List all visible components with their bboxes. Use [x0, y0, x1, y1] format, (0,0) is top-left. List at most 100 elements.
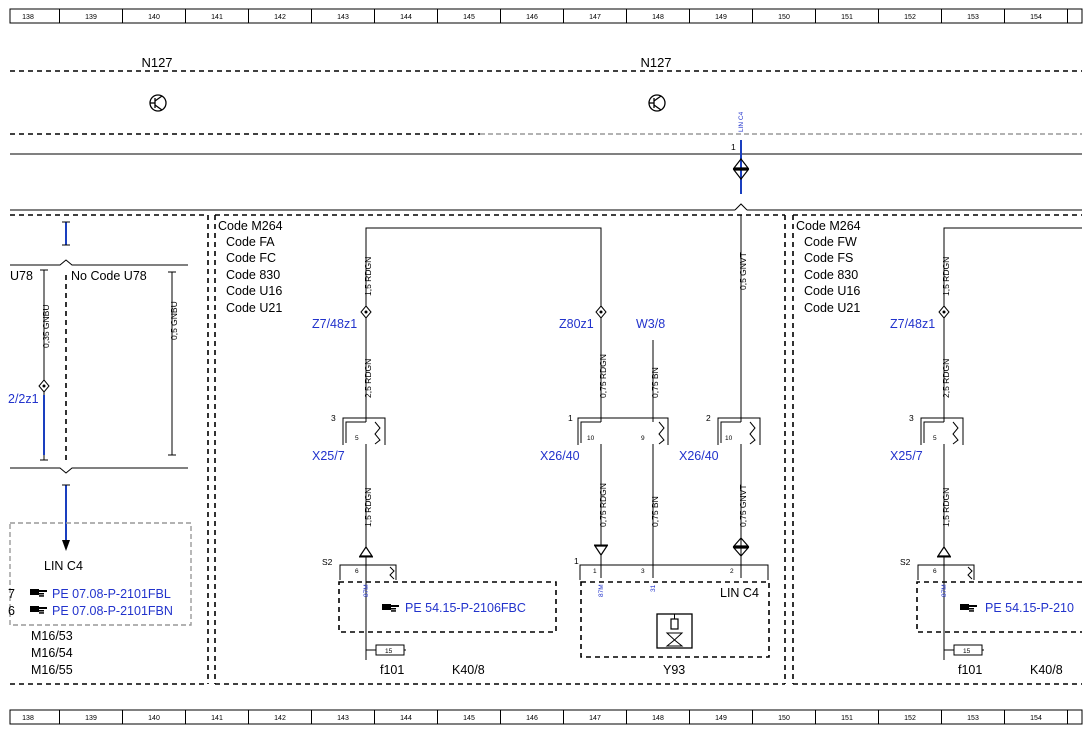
connector-x25-7-label: X25/7	[312, 449, 345, 463]
k40-8-right-label: K40/8	[1030, 663, 1063, 677]
ruler-label: 141	[211, 14, 223, 21]
connector-x26-40b	[717, 417, 761, 445]
top-region: N127 N127 LIN C4 1	[10, 55, 1082, 211]
code-list-right: Code M264 Code FW Code FS Code 830 Code …	[796, 219, 861, 315]
pin-label: 1	[574, 556, 579, 566]
fuse-rating: 15	[963, 648, 971, 655]
ref-index-7: 7	[8, 587, 15, 601]
s2-label: S2	[322, 557, 333, 567]
ruler-label: 141	[211, 715, 223, 722]
ruler-label: 147	[589, 14, 601, 21]
component-m16-53: M16/53	[31, 629, 73, 643]
pointing-hand-icon	[382, 604, 399, 612]
code-item: Code FC	[226, 251, 276, 265]
wire-label: 2,5 RDGN	[941, 359, 951, 398]
wire-label: 2,5 RDGN	[363, 359, 373, 398]
transistor-icon	[648, 94, 666, 112]
pin-label: 2	[706, 413, 711, 423]
code-item: Code M264	[796, 219, 861, 233]
code-item: Code FA	[226, 235, 275, 249]
connector-x25-7-right	[920, 417, 964, 445]
connector-x25-7	[342, 417, 386, 445]
pin-label: 1	[568, 413, 573, 423]
ruler-label: 154	[1030, 14, 1042, 21]
pin-label: 1	[593, 568, 597, 575]
wire-label: 1,5 RDGN	[941, 257, 951, 296]
pin-sub-label: 87M	[598, 584, 605, 597]
connector-arrow-icon	[732, 158, 750, 180]
ruler-label: 138	[22, 715, 34, 722]
ruler-label: 146	[526, 715, 538, 722]
pin-label: 6	[355, 568, 359, 575]
left-section: U78 No Code U78 0,35 GNBU 0,5 GNBU 2/2z1…	[8, 214, 209, 685]
ruler-label: 149	[715, 715, 727, 722]
connector-z7-48z1-right-label: Z7/48z1	[890, 317, 935, 331]
ref-link-fbc-right[interactable]: PE 54.15-P-210	[985, 601, 1074, 615]
fuse-rating: 15	[385, 648, 393, 655]
right-section: Code M264 Code FW Code FS Code 830 Code …	[792, 214, 1082, 685]
connector-x26-40b-label: X26/40	[679, 449, 719, 463]
n127-label-a: N127	[141, 55, 172, 70]
connector-z80z1-label: Z80z1	[559, 317, 594, 331]
lin-c4-label-y93: LIN C4	[720, 586, 759, 600]
fuse-icon	[365, 644, 406, 660]
pin-label: 3	[909, 413, 914, 423]
middle-section: Code M264 Code FA Code FC Code 830 Code …	[214, 214, 786, 685]
ruler-label: 145	[463, 14, 475, 21]
lin-pin-label: 1	[731, 142, 736, 152]
ref-index-6: 6	[8, 604, 15, 618]
connector-w3-8-label: W3/8	[636, 317, 665, 331]
lin-c4-label-left: LIN C4	[44, 559, 83, 573]
connector-x26-40a	[577, 417, 669, 445]
y93-label: Y93	[663, 663, 685, 677]
transistor-icon	[149, 94, 167, 112]
connector-arrow-icon	[732, 537, 750, 557]
ruler-label: 154	[1030, 715, 1042, 722]
wire-label: 1,5 RDGN	[363, 257, 373, 296]
lin-c4-label-top: LIN C4	[738, 111, 745, 132]
pointing-hand-icon	[30, 606, 47, 614]
no-code-u78-label: No Code U78	[71, 269, 147, 283]
pin-label: 10	[587, 435, 595, 442]
fuse-icon	[944, 644, 984, 656]
ruler-label: 140	[148, 14, 160, 21]
code-item: Code 830	[804, 268, 858, 282]
solenoid-valve-icon	[656, 613, 693, 649]
connector-z7-48z1-label: Z7/48z1	[312, 317, 357, 331]
ruler-label: 139	[85, 715, 97, 722]
pin-label: 10	[725, 435, 733, 442]
ref-link-fbl[interactable]: PE 07.08-P-2101FBL	[52, 587, 171, 601]
ref-link-fbn[interactable]: PE 07.08-P-2101FBN	[52, 604, 173, 618]
wire-label: 0,75 RDGN	[598, 354, 608, 398]
pin-label: 9	[641, 435, 645, 442]
ruler-label: 144	[400, 14, 412, 21]
wire-label: 0,75 GNVT	[738, 484, 748, 527]
f101-label: f101	[380, 663, 404, 677]
ruler-label: 144	[400, 715, 412, 722]
pin-label: 3	[641, 568, 645, 575]
ruler-label: 150	[778, 14, 790, 21]
ruler-label: 146	[526, 14, 538, 21]
ruler-label: 139	[85, 14, 97, 21]
component-m16-55: M16/55	[31, 663, 73, 677]
ref-link-fbc[interactable]: PE 54.15-P-2106FBC	[405, 601, 526, 615]
wire-label-035-gnbu: 0,35 GNBU	[41, 305, 51, 348]
n127-label-b: N127	[640, 55, 671, 70]
wire-label: 0,75 RDGN	[598, 483, 608, 527]
ruler-label: 142	[274, 715, 286, 722]
code-item: Code U21	[226, 301, 282, 315]
wire-label: 1,5 RDGN	[941, 488, 951, 527]
ruler-label: 142	[274, 14, 286, 21]
ruler-label: 149	[715, 14, 727, 21]
ruler-label: 147	[589, 715, 601, 722]
ruler-label: 151	[841, 14, 853, 21]
ruler-label: 148	[652, 715, 664, 722]
pin-sub-label: 87M	[363, 584, 370, 597]
ruler-label: 145	[463, 715, 475, 722]
ruler-label: 152	[904, 715, 916, 722]
connector-x25-7-right-label: X25/7	[890, 449, 923, 463]
pointing-hand-icon	[30, 589, 47, 597]
ruler-label: 148	[652, 14, 664, 21]
